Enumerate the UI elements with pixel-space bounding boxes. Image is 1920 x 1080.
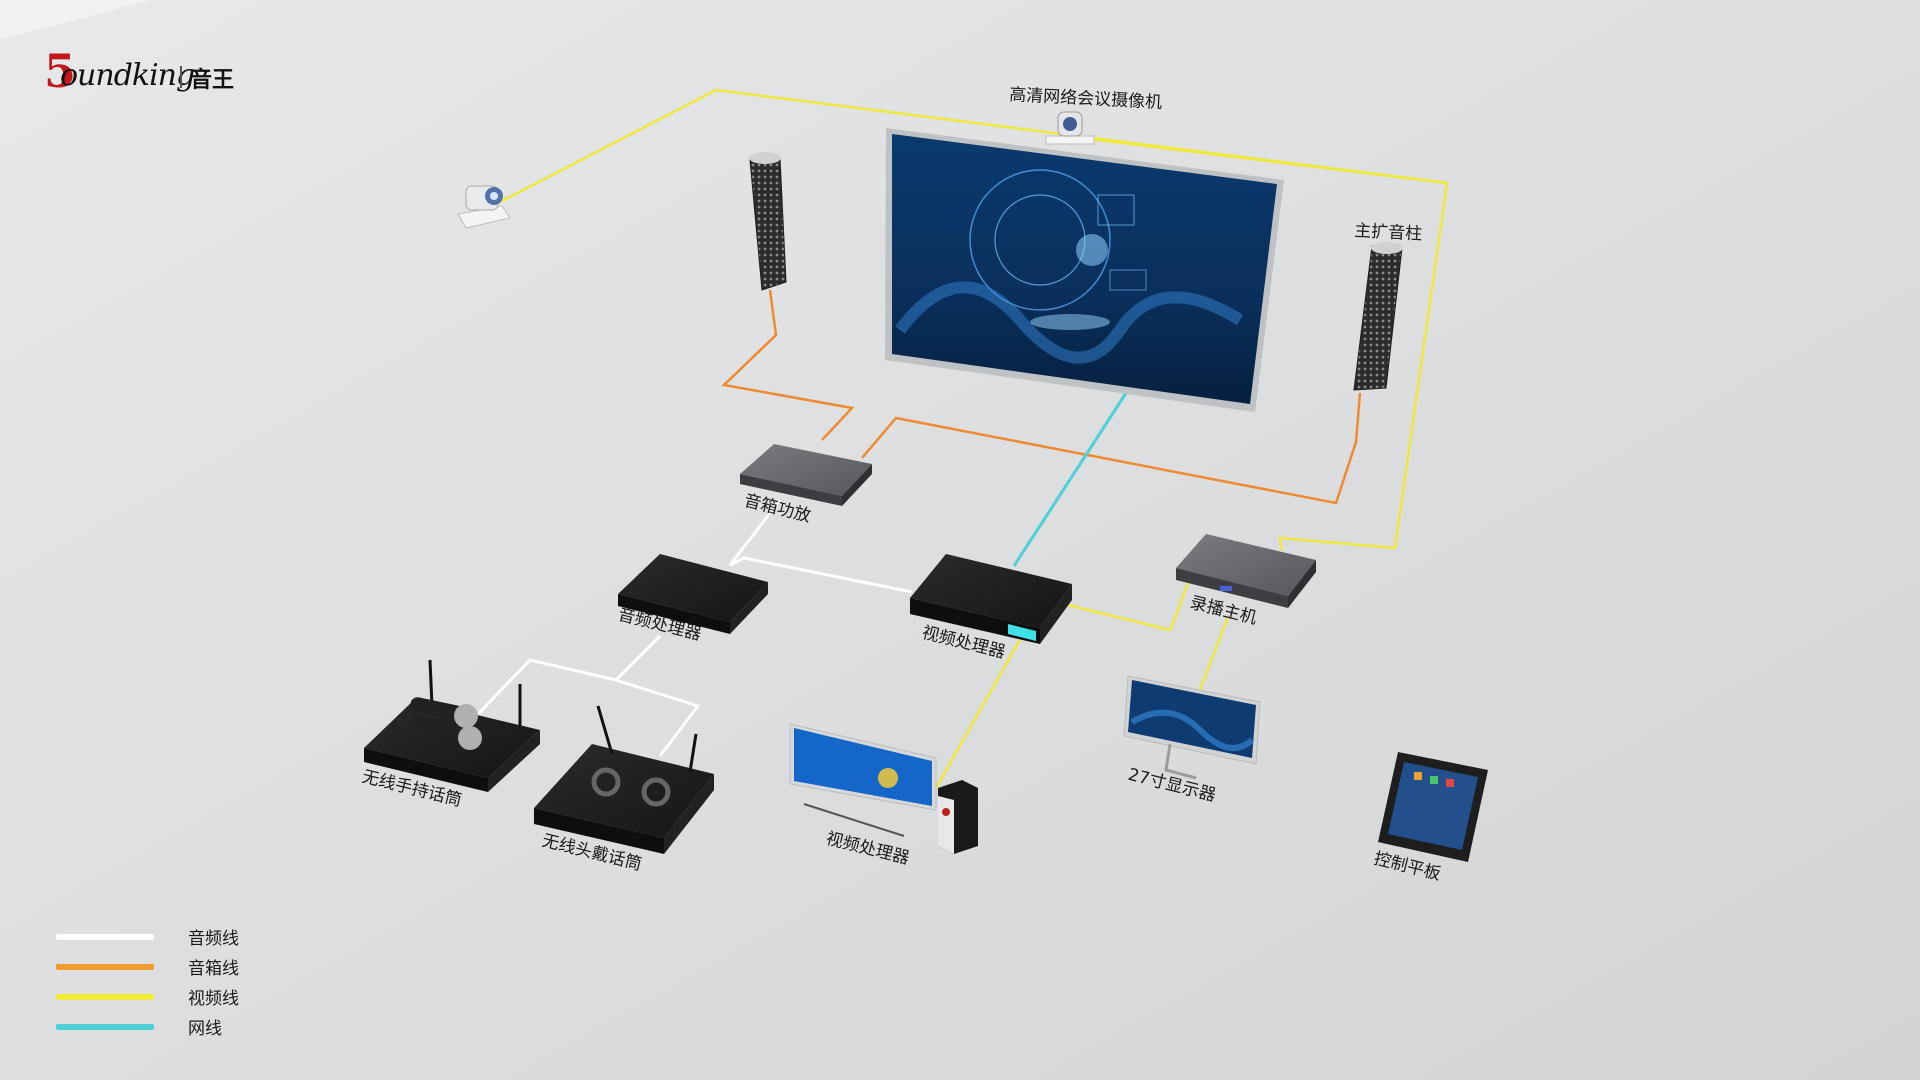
brand-logo-chinese: 音王 — [190, 62, 234, 94]
pc-tower — [938, 780, 978, 854]
legend-label-network: 网线 — [188, 1014, 222, 1039]
legend-swatch-audio — [56, 934, 154, 940]
legend-swatch-speaker — [56, 964, 154, 970]
legend-swatch-network — [56, 1024, 154, 1030]
legend-label-video: 视频线 — [188, 984, 239, 1009]
brand-logo-wordmark: oundking — [60, 58, 194, 93]
legend-label-audio: 音频线 — [188, 924, 239, 949]
legend-swatch-video — [56, 994, 154, 1000]
brand-logo-divider — [180, 66, 182, 88]
legend-label-speaker: 音箱线 — [188, 954, 239, 979]
control-tablet — [1378, 752, 1488, 862]
main-speaker-label: 主扩音柱 — [1354, 216, 1423, 245]
